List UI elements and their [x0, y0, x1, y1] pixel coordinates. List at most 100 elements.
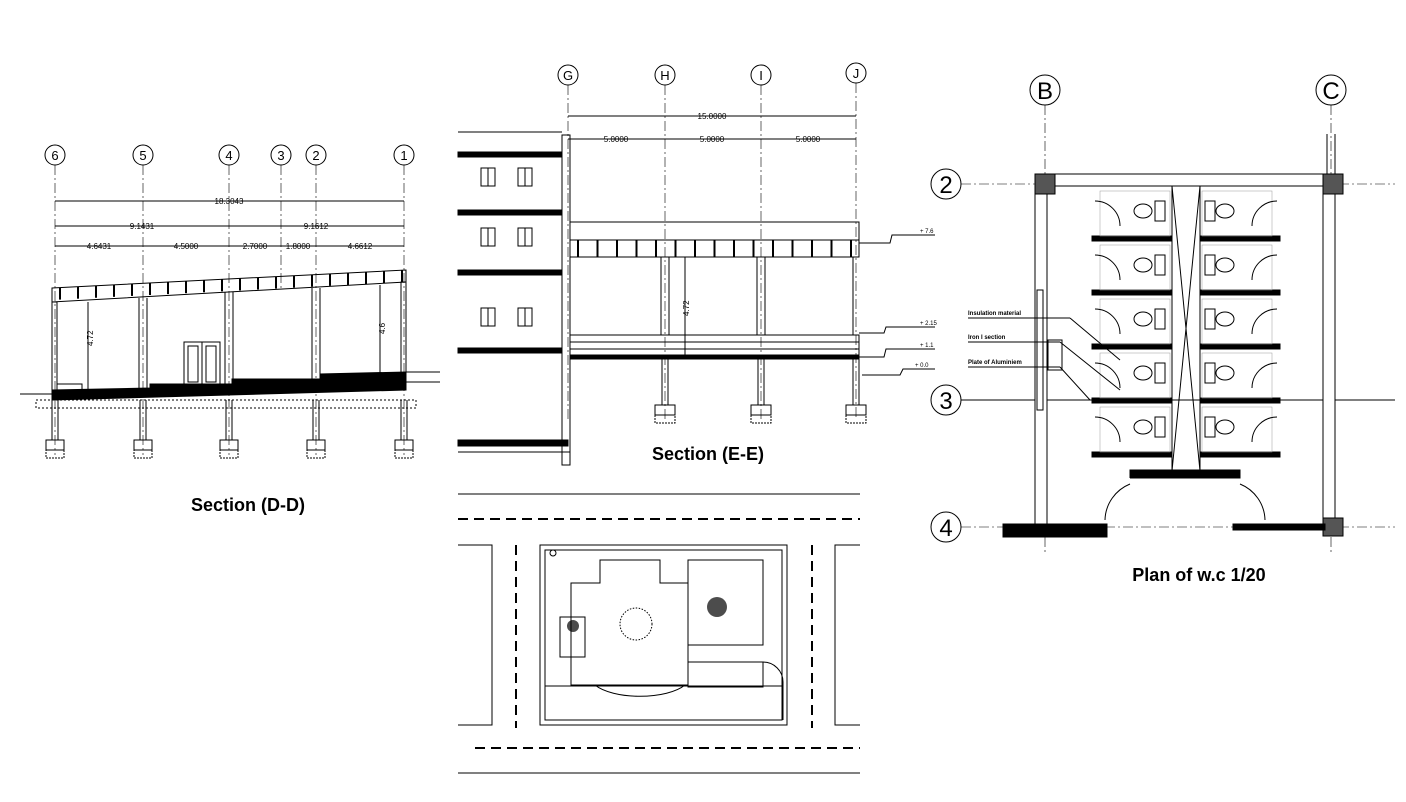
wc-row-label: 3 — [939, 388, 952, 415]
wc-row-label: 4 — [939, 515, 952, 542]
footing-base — [133, 449, 153, 459]
dd-grid-label: 4 — [225, 148, 232, 163]
dd-height: 4.6 — [378, 322, 387, 334]
toilet — [1133, 203, 1153, 219]
toilet-tank — [1204, 254, 1216, 276]
stall-partition — [1091, 235, 1173, 242]
toilet-tank — [1204, 416, 1216, 438]
footing-base — [306, 449, 326, 459]
toilet — [1133, 419, 1153, 435]
site-plan — [458, 518, 860, 749]
dd-height: 4.72 — [86, 330, 95, 346]
toilet-tank — [1204, 362, 1216, 384]
wc-col-label: B — [1037, 78, 1053, 105]
door-swing — [1094, 254, 1121, 281]
dd-dim-span: 4.6431 — [87, 242, 112, 251]
dd-dim-overall: 18.3043 — [215, 197, 244, 206]
door-swing — [1251, 200, 1278, 227]
stall-partition — [1091, 397, 1173, 404]
dd-dim-left: 9.1431 — [130, 222, 155, 231]
door-swing — [1251, 254, 1278, 281]
footing-base — [845, 414, 867, 424]
toilet — [1215, 203, 1235, 219]
stall-partition — [1199, 451, 1281, 458]
section-dd: 6 5 4 3 2 1 18.3043 9.1431 9.1612 4.6431… — [20, 144, 440, 515]
stall-partition — [1091, 451, 1173, 458]
toilet — [1133, 311, 1153, 327]
footing-base — [45, 449, 65, 459]
stall-tile — [1099, 190, 1171, 237]
stall-tile — [1099, 406, 1171, 453]
toilet — [1215, 257, 1235, 273]
toilet — [1133, 257, 1153, 273]
ee-level: + 2.15 — [920, 321, 938, 327]
toilet — [1215, 365, 1235, 381]
stall-partition — [1199, 235, 1281, 242]
stall-partition — [1091, 289, 1173, 296]
plan-wc: B C 2 3 4 Insulation material Iron I — [930, 74, 1395, 585]
dd-dim-span: 2.7000 — [243, 242, 268, 251]
toilet-tank — [1154, 362, 1166, 384]
door-swing — [1094, 362, 1121, 389]
wc-col-label: C — [1322, 78, 1339, 105]
ee-grid-label: I — [759, 68, 763, 83]
stall-tile — [1099, 352, 1171, 399]
door-swing — [1251, 308, 1278, 335]
plan-wc-title: Plan of w.c 1/20 — [1132, 565, 1265, 585]
footing-base — [219, 449, 239, 459]
door-swing — [1094, 416, 1121, 443]
ee-level: + 7.6 — [920, 229, 934, 235]
wc-note: Insulation material — [968, 311, 1021, 317]
toilet — [1215, 419, 1235, 435]
wc-note: Plate of Aluminiem — [968, 360, 1022, 366]
stall-tile — [1201, 406, 1273, 453]
door-swing — [1251, 362, 1278, 389]
toilet — [1215, 311, 1235, 327]
toilet-tank — [1154, 416, 1166, 438]
ee-dim-span: 5.0000 — [700, 135, 725, 144]
section-ee-title: Section (E-E) — [652, 444, 764, 464]
dd-grid-label: 5 — [139, 148, 146, 163]
dd-dim-span: 4.5000 — [174, 242, 199, 251]
stall-partition — [1199, 397, 1281, 404]
ee-grid-label: H — [660, 68, 669, 83]
dd-grid-bubbles: 6 5 4 3 2 1 — [44, 144, 415, 166]
footing-base — [750, 414, 772, 424]
toilet-tank — [1154, 308, 1166, 330]
toilet — [1133, 365, 1153, 381]
stall-tile — [1099, 298, 1171, 345]
stall-tile — [1099, 244, 1171, 291]
footing-base — [654, 414, 676, 424]
door-swing — [1094, 308, 1121, 335]
stall-tile — [1201, 244, 1273, 291]
wc-row-label: 2 — [939, 172, 952, 199]
dd-dim-span: 4.6612 — [348, 242, 373, 251]
door-swing — [1251, 416, 1278, 443]
dd-grid-label: 2 — [312, 148, 319, 163]
stall-tile — [1201, 298, 1273, 345]
dd-dim-span: 1.8000 — [286, 242, 311, 251]
stall-tile — [1201, 352, 1273, 399]
ee-level: + 0.0 — [915, 363, 929, 369]
door-swing — [1094, 200, 1121, 227]
stall-partition — [1199, 289, 1281, 296]
ee-dim-overall: 15.0000 — [698, 112, 727, 121]
ee-dim-span: 5.0000 — [796, 135, 821, 144]
dd-dim-right: 9.1612 — [304, 222, 329, 231]
toilet-tank — [1204, 200, 1216, 222]
ee-level: + 1.1 — [920, 343, 934, 349]
section-ee: G H I J 15.0000 5.0000 5.0000 5.0000 — [457, 62, 938, 495]
dd-grid-label: 6 — [51, 148, 58, 163]
stall-tile — [1201, 190, 1273, 237]
dd-grid-label: 1 — [400, 148, 407, 163]
ee-dim-span: 5.0000 — [604, 135, 629, 144]
ee-grid-label: G — [563, 68, 573, 83]
toilet-tank — [1154, 200, 1166, 222]
stall-partition — [1199, 343, 1281, 350]
section-dd-title: Section (D-D) — [191, 495, 305, 515]
toilet-tank — [1154, 254, 1166, 276]
ee-grid-label: J — [853, 66, 860, 81]
footing-base — [394, 449, 414, 459]
wc-note: Iron I section — [968, 335, 1006, 341]
